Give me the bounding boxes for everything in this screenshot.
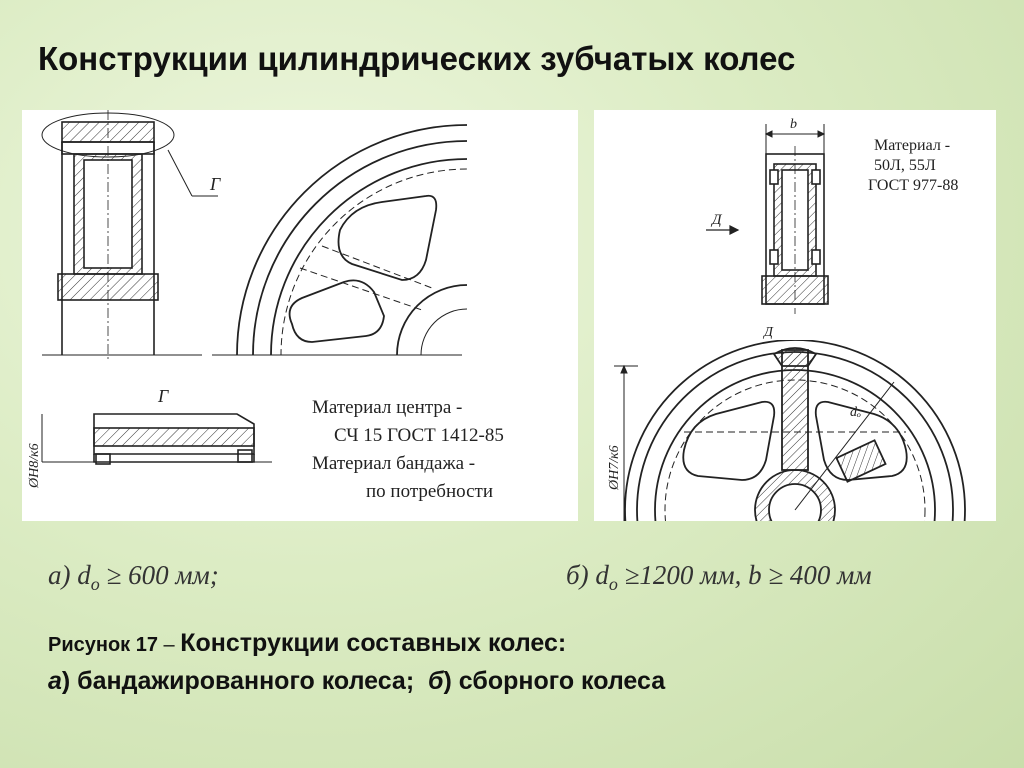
slide-title: Конструкции цилиндрических зубчатых коле… [38, 40, 796, 77]
callout-label-g: Г [209, 174, 221, 194]
dim-label-b: ØH7/к6 [607, 445, 622, 491]
detail-view-g [41, 413, 272, 465]
formula-a: а) dо ≥ 600 мм; [48, 560, 219, 595]
formula-b-sub: о [608, 574, 618, 594]
diameter-label-b: dₒ [850, 405, 861, 420]
caption-b-letter: б [428, 667, 444, 695]
front-view-a [236, 124, 467, 355]
formula-a-rest: ≥ 600 мм; [99, 560, 219, 590]
material-a-line3: Материал бандажа - [312, 453, 475, 474]
front-view-b [624, 340, 966, 521]
formula-b-rest: ≥1200 мм, b ≥ 400 мм [617, 560, 872, 590]
material-b-line2: 50Л, 55Л [874, 157, 936, 174]
caption-line1: Рисунок 17 – Конструкции составных колес… [48, 625, 665, 663]
material-b-line1: Материал - [874, 137, 950, 154]
caption-a-letter: а [48, 667, 62, 695]
figure-a-drawing: Г Г ØH8/к6 Материал центра [22, 110, 578, 521]
figure-b-drawing: b Д Материал - 50Л, 55Л ГОСТ 977-88 Д [594, 110, 996, 521]
formula-b: б) dо ≥1200 мм, b ≥ 400 мм [566, 560, 872, 595]
section-view-b [761, 146, 829, 314]
figure-b-svg: b Д Материал - 50Л, 55Л ГОСТ 977-88 Д [607, 117, 966, 521]
detail-label-g: Г [157, 386, 169, 406]
material-b-line3: ГОСТ 977-88 [868, 177, 958, 194]
formula-b-prefix: б) d [566, 560, 609, 590]
caption-title: Конструкции составных колес: [180, 629, 567, 657]
dim-label-a: ØH8/к6 [27, 443, 42, 489]
caption-a-text: ) бандажированного колеса; [61, 667, 415, 695]
figure-caption: Рисунок 17 – Конструкции составных колес… [48, 625, 665, 699]
formula-a-prefix: а) d [48, 560, 91, 590]
caption-line2: а) бандажированного колеса; б) сборного … [48, 663, 665, 699]
material-a-line1: Материал центра - [312, 397, 462, 418]
caption-dash: – [158, 634, 181, 656]
caption-b-text: ) сборного колеса [443, 667, 666, 695]
section-view-a [41, 110, 218, 360]
material-a-line4: по потребности [366, 481, 493, 502]
figure-a-svg: Г Г ØH8/к6 Материал центра [27, 110, 504, 502]
material-a-line2: СЧ 15 ГОСТ 1412-85 [334, 425, 504, 446]
formula-a-sub: о [90, 574, 100, 594]
width-label-b: b [790, 117, 797, 132]
caption-label: Рисунок 17 [48, 634, 158, 656]
view-arrow-label: Д [710, 212, 723, 228]
view-top-label: Д [762, 325, 774, 340]
